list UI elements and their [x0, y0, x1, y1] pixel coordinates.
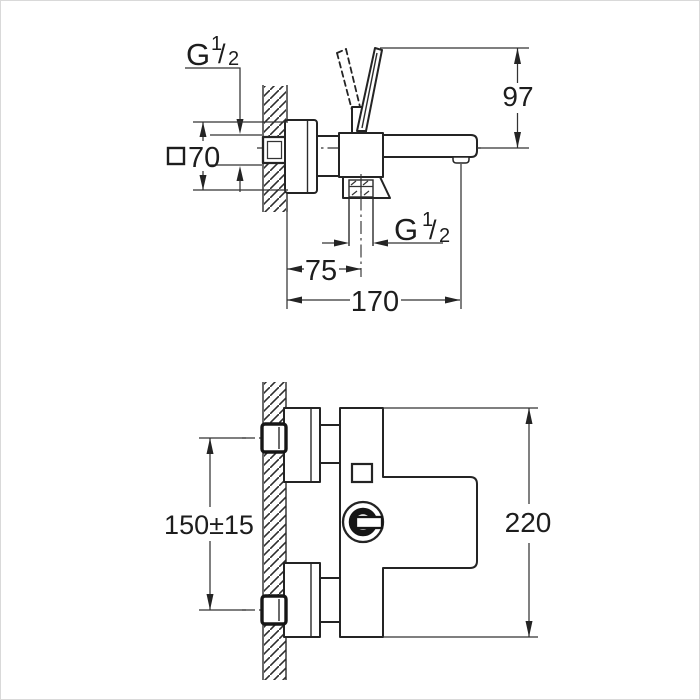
lever-handle: [356, 47, 383, 132]
valve-body-side: [338, 132, 384, 178]
outlet-thread-denominator: 2: [439, 225, 450, 247]
grohe-logo-icon: [341, 500, 385, 544]
escutcheon-side: [284, 119, 318, 194]
outlet-thread-letter: G: [394, 212, 418, 247]
lever-handle-open-dashed: [336, 48, 362, 115]
connection-neck-front-bottom: [319, 577, 341, 623]
dim-spout-reach: 170: [287, 286, 460, 318]
square-section-icon: [166, 146, 186, 166]
body-width-value: 220: [505, 507, 552, 538]
dim-wall-thread: G 1 / 2: [185, 33, 262, 192]
spout-reach-value: 170: [351, 286, 399, 318]
escutcheon-front-top: [283, 407, 321, 483]
wall-union-front-bottom: [260, 594, 288, 626]
valve-body-front: [339, 407, 478, 638]
outlet-thread-numerator: 1: [422, 209, 433, 231]
side-view: G 1 / 2 70 9: [166, 33, 534, 318]
dim-body-width: 220: [383, 407, 552, 638]
wall-thread-numerator: 1: [211, 33, 222, 55]
wall-thread-denominator: 2: [228, 48, 239, 70]
escutcheon-front-bottom: [283, 562, 321, 638]
dim-escutcheon-70: 70: [166, 121, 288, 191]
dim-handle-height: 97: [477, 48, 534, 149]
aerator: [452, 156, 470, 164]
dim-inlet-spacing: 150±15: [164, 438, 254, 610]
escutcheon-size-value: 70: [188, 142, 220, 174]
handle-height-value: 97: [502, 81, 533, 112]
wall-section-side: [262, 85, 288, 309]
wall-thread-slash: /: [218, 39, 226, 69]
connection-neck-front-top: [319, 424, 341, 464]
outlet-housing: [342, 174, 391, 277]
front-view: 150±15 220: [164, 382, 551, 680]
diverter-button: [350, 462, 374, 484]
connection-neck-side: [316, 135, 340, 177]
outlet-offset-value: 75: [305, 255, 337, 287]
dim-outlet-thread: G 1 / 2: [322, 209, 450, 247]
wall-union-front-top: [260, 422, 288, 454]
outlet-thread-slash: /: [429, 215, 437, 245]
inlet-spacing-value: 150±15: [164, 510, 254, 540]
wall-union-side: [261, 135, 288, 165]
wall-thread-letter: G: [186, 37, 210, 72]
spout: [382, 134, 478, 309]
dim-outlet-offset: 75: [287, 255, 361, 287]
